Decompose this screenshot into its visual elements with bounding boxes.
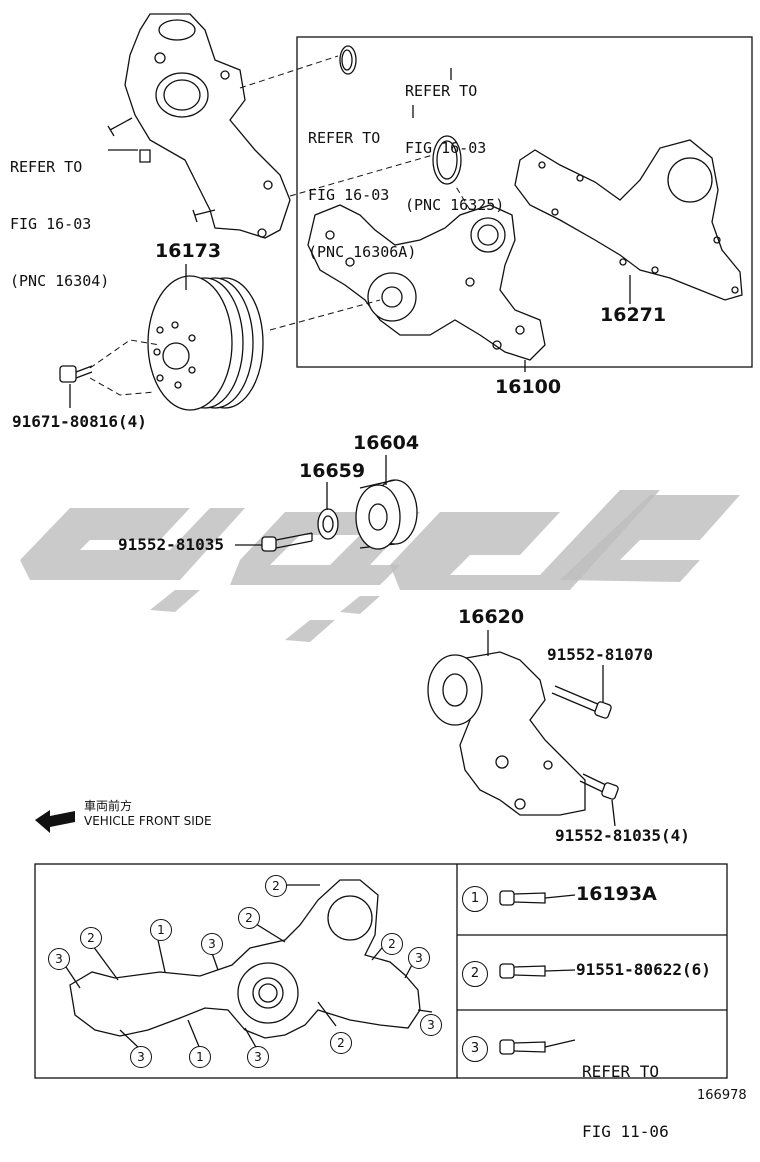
watermark-logo: [20, 490, 740, 642]
o-ring-large: [432, 135, 462, 185]
part-label-16100[interactable]: 16100: [495, 376, 562, 398]
legend-ref-line2: FIG 11-06: [582, 1122, 669, 1141]
legend-ref-line1: REFER TO: [582, 1062, 660, 1081]
ref-note-16306a: REFER TO FIG 16-03 (PNC 16306A): [308, 91, 416, 281]
vehicle-front-arrow-icon: [35, 810, 75, 833]
part-label-16271[interactable]: 16271: [600, 304, 667, 326]
callout-1: 1: [150, 919, 172, 941]
callout-2: 2: [80, 927, 102, 949]
legend-symbol-3: 3: [462, 1036, 488, 1062]
callout-3: 3: [247, 1046, 269, 1068]
idler-bolt-drawing: [261, 532, 313, 552]
parts-diagram-page: { "refs": { "ref_16304": ["REFER TO", "F…: [10, 13, 753, 1141]
figure-id: 166978: [697, 1088, 747, 1103]
part-label-91552-81035-4[interactable]: 91552-81035(4): [555, 826, 690, 845]
legend-symbol-2: 2: [462, 961, 488, 987]
ref-16325-line2: FIG 16-03: [405, 139, 487, 157]
ref-16325-line1: REFER TO: [405, 82, 478, 100]
callout-3: 3: [130, 1046, 152, 1068]
ref-16304-line1: REFER TO: [10, 158, 83, 176]
legend-bolt-3-drawing: [499, 1039, 546, 1055]
callout-1: 1: [189, 1046, 211, 1068]
ref-16306a-line2: FIG 16-03: [308, 186, 390, 204]
pulley-drawing: [147, 275, 264, 411]
direction-label-english: VEHICLE FRONT SIDE: [84, 814, 212, 828]
part-label-91552-81070[interactable]: 91552-81070: [547, 645, 653, 664]
part-label-16659[interactable]: 16659: [299, 460, 366, 482]
callout-2: 2: [330, 1032, 352, 1054]
legend-ref-fig-11-06: REFER TO FIG 11-06: [582, 1022, 669, 1162]
direction-label-japanese: 車両前方: [84, 799, 133, 813]
callout-3: 3: [408, 947, 430, 969]
legend-symbol-1: 1: [462, 886, 488, 912]
gasket-bolt-map-drawing: [69, 879, 421, 1039]
diagram-drawing: [20, 13, 753, 1079]
callout-2: 2: [381, 933, 403, 955]
part-label-16604[interactable]: 16604: [353, 432, 420, 454]
callout-3: 3: [201, 933, 223, 955]
callout-3: 3: [420, 1014, 442, 1036]
ref-16306a-line1: REFER TO: [308, 129, 381, 147]
part-label-16620[interactable]: 16620: [458, 606, 525, 628]
idler-pulley-drawing: [355, 479, 418, 550]
water-pump-drawing: [307, 204, 546, 361]
ref-16325-line3: (PNC 16325): [405, 196, 505, 214]
ref-note-16304: REFER TO FIG 16-03 (PNC 16304): [10, 120, 109, 310]
tensioner-bolt-long-drawing: [551, 685, 612, 719]
o-ring-small: [339, 45, 357, 75]
ref-16304-line2: FIG 16-03: [10, 215, 92, 233]
callout-2: 2: [238, 907, 260, 929]
washer-drawing: [317, 508, 339, 540]
legend-bolt-1-drawing: [499, 890, 546, 906]
tensioner-drawing: [427, 651, 586, 816]
bolt-legend-frame: [34, 863, 728, 1079]
ref-16304-line3: (PNC 16304): [10, 272, 110, 290]
ref-note-16325: REFER TO FIG 16-03 (PNC 16325): [405, 44, 504, 234]
water-inlet-housing-drawing: [107, 13, 291, 239]
pulley-bolt-drawing: [59, 339, 161, 396]
part-label-91671-80816[interactable]: 91671-80816(4): [12, 412, 147, 431]
gasket-drawing: [514, 139, 743, 301]
part-label-16173[interactable]: 16173: [155, 240, 222, 262]
callout-3: 3: [48, 948, 70, 970]
part-label-91552-81035[interactable]: 91552-81035: [118, 535, 224, 554]
legend-label-91551-80622[interactable]: 91551-80622(6): [576, 960, 711, 979]
tensioner-bolt-short-drawing: [579, 773, 619, 800]
legend-label-16193a[interactable]: 16193A: [576, 883, 657, 905]
legend-bolt-2-drawing: [499, 963, 546, 979]
ref-16306a-line3: (PNC 16306A): [308, 243, 417, 261]
callout-2: 2: [265, 875, 287, 897]
